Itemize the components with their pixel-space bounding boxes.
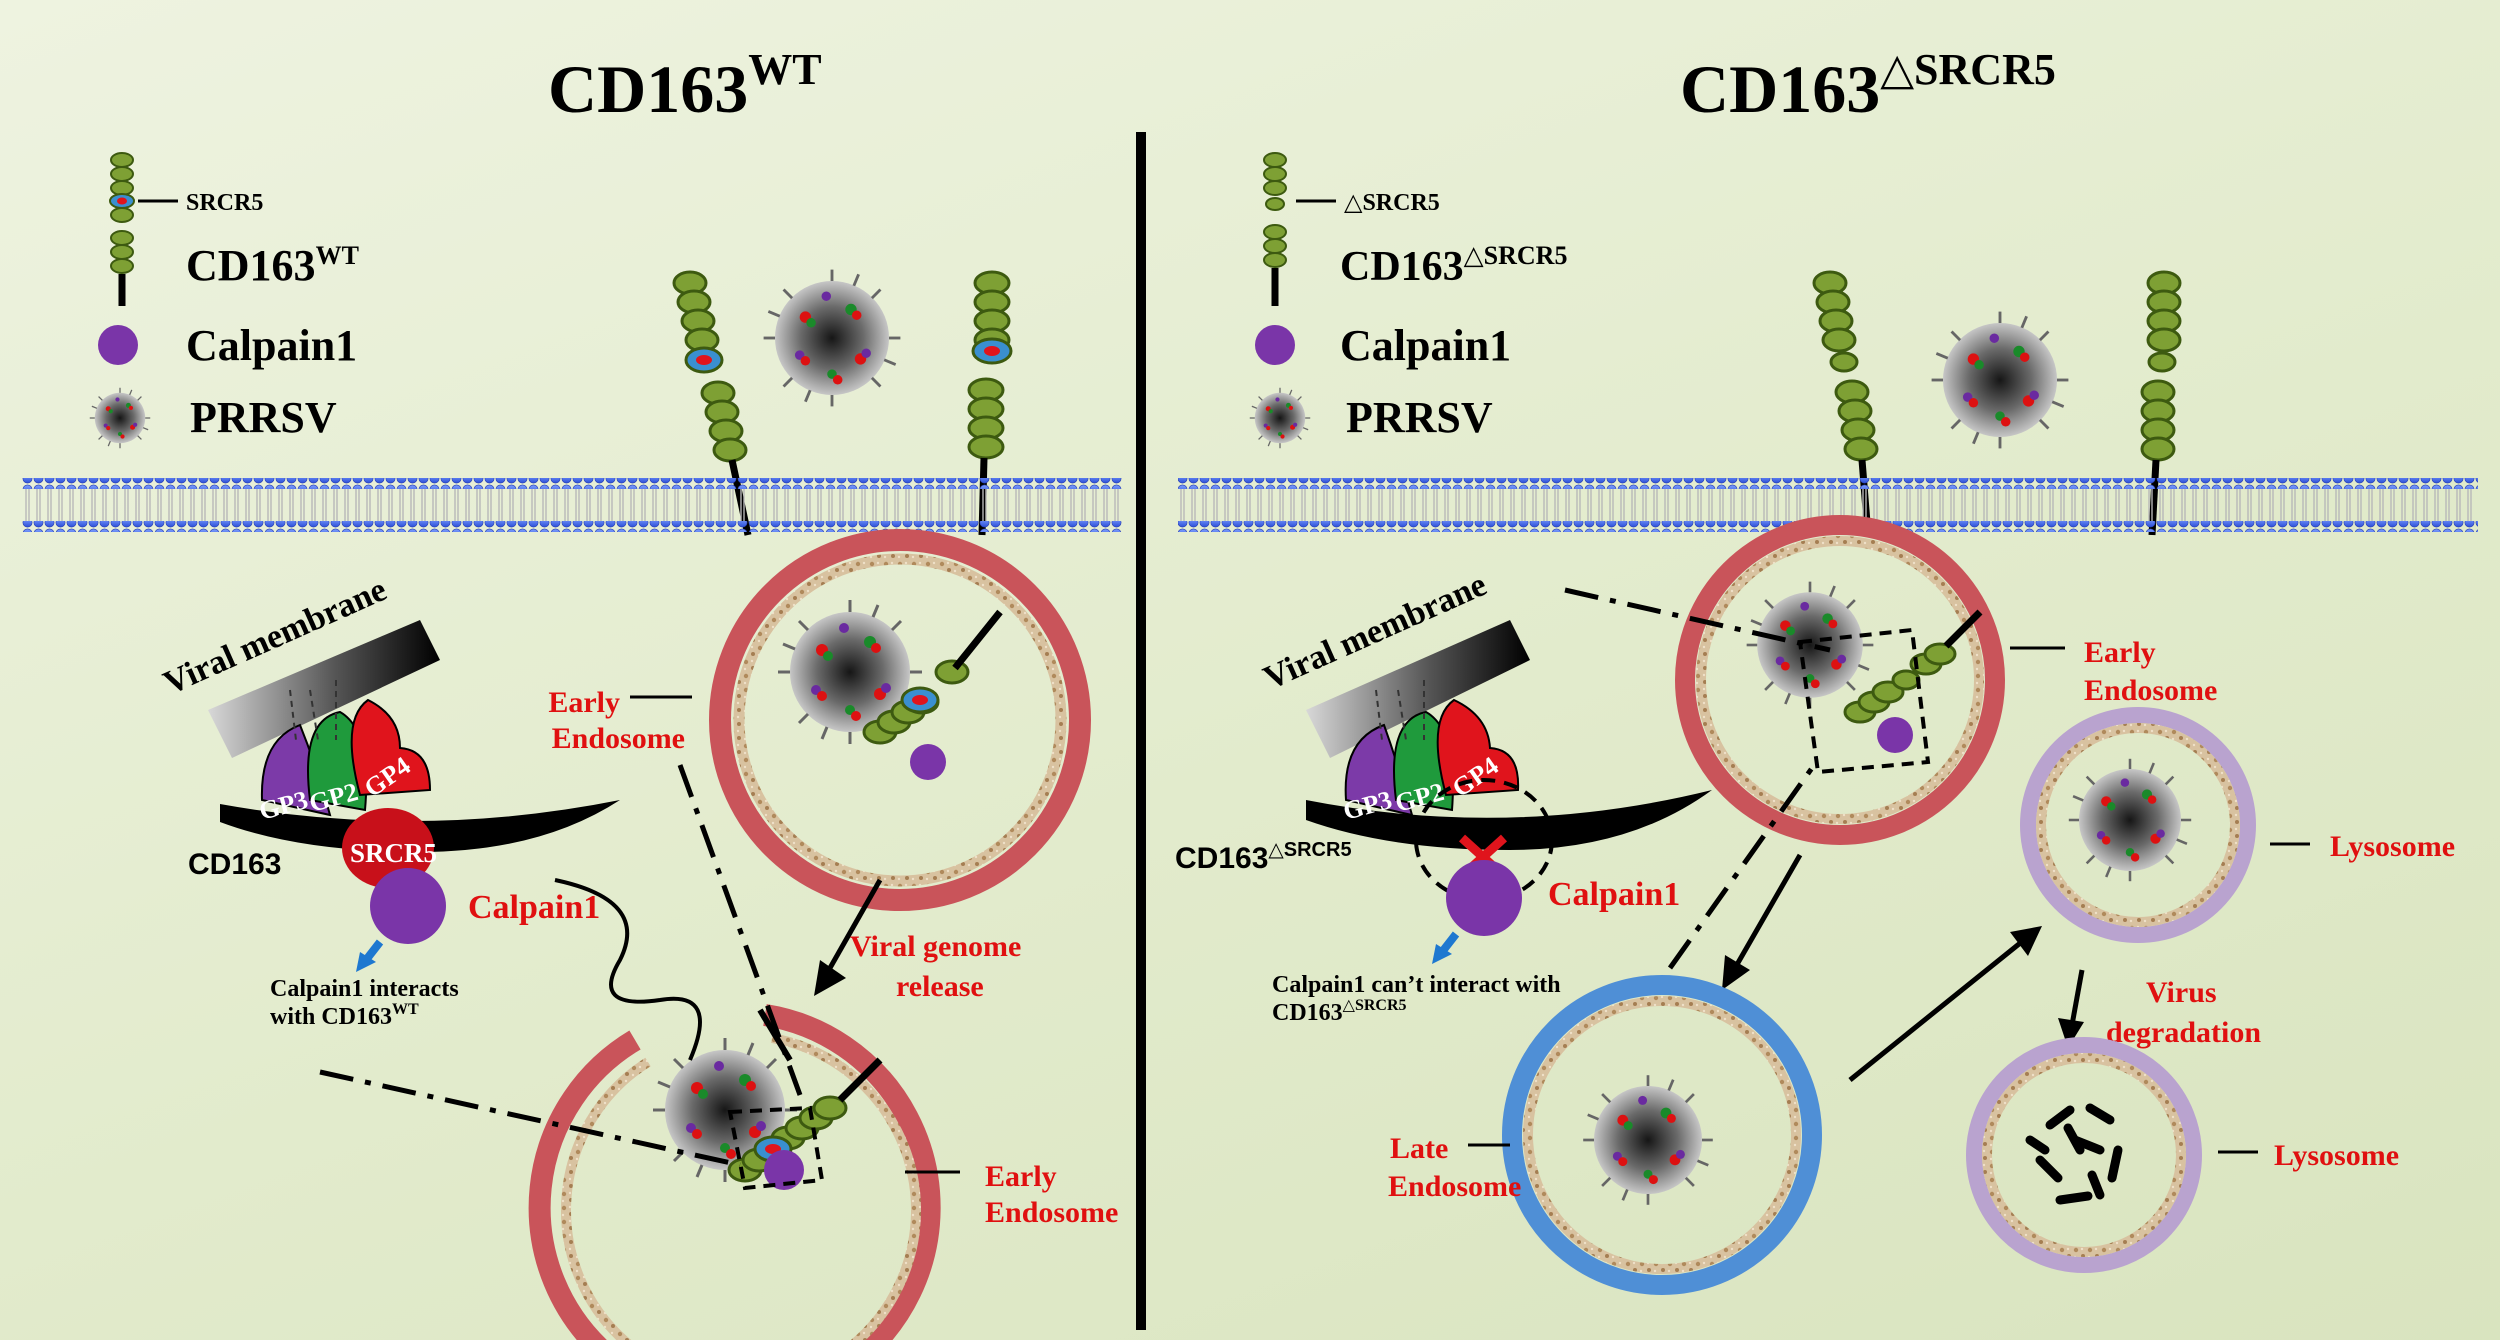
cd163-dsrcr5-label: CD163△SRCR5 bbox=[1175, 839, 1352, 875]
legend-receptor-dsrcr5-icon bbox=[1263, 152, 1287, 306]
legend-receptor-dsrcr5-sup: △SRCR5 bbox=[1464, 241, 1568, 270]
legend-calpain-label: Calpain1 bbox=[186, 321, 357, 370]
late-endosome-label-l1: Late bbox=[1390, 1132, 1448, 1165]
panel-divider bbox=[1136, 132, 1146, 1330]
viral-genome-release-l1: Viral genome bbox=[850, 930, 1021, 963]
virus-in-late-endosome bbox=[1581, 1073, 1715, 1207]
early-endosome-2-label-l1: Early bbox=[985, 1160, 1057, 1193]
srcr5-domain-label: SRCR5 bbox=[350, 838, 437, 868]
legend-calpain-label-right: Calpain1 bbox=[1340, 321, 1511, 370]
legend-receptor-dsrcr5-main: CD163 bbox=[1340, 244, 1464, 290]
lysosome-2 bbox=[1966, 1037, 2202, 1273]
cd163-dsrcr5-backbone bbox=[1306, 790, 1712, 850]
early-endosome-1 bbox=[709, 529, 1091, 911]
legend-srcr5-label: SRCR5 bbox=[186, 190, 263, 216]
legend-receptor-wt-label: CD163WT bbox=[186, 241, 359, 290]
left-title-main: CD163 bbox=[548, 51, 748, 127]
calpain1-unbound bbox=[1446, 860, 1522, 936]
right-legend: △SRCR5 CD163△SRCR5 Calpain1 PRRSV bbox=[1249, 152, 1567, 449]
cd163-wt-label: CD163 bbox=[188, 848, 281, 881]
cd163-dsrcr5-main: CD163 bbox=[1175, 842, 1268, 875]
early-endosome-1-label-l2: Endosome bbox=[552, 722, 685, 755]
late-endosome-label-l2: Endosome bbox=[1388, 1170, 1521, 1203]
arrow-blue-wt-icon bbox=[362, 939, 384, 963]
cd163-dsrcr5-sup: △SRCR5 bbox=[1268, 839, 1351, 861]
arrow-late-to-lysosome bbox=[1848, 938, 2026, 1082]
plasma-membrane-left bbox=[22, 478, 1122, 532]
left-legend: SRCR5 CD163WT Calpain1 PRRSV bbox=[89, 152, 359, 449]
lysosome-1-label: Lysosome bbox=[2330, 830, 2455, 863]
lysosome-1 bbox=[2020, 707, 2256, 943]
receptor-wt-1 bbox=[672, 270, 752, 536]
note-dsrcr5-line1: Calpain1 can’t interact with bbox=[1272, 972, 1561, 998]
virus-in-early-endosome-right bbox=[1745, 580, 1875, 710]
left-title-sup: WT bbox=[748, 45, 821, 94]
right-panel: CD163△SRCR5 △SRCR5 CD163△SRCR5 Calpain1 … bbox=[1175, 45, 2478, 1295]
virus-outside-left bbox=[762, 268, 902, 408]
early-endosome-2 bbox=[528, 878, 941, 1340]
genome-rna-curve bbox=[554, 878, 702, 1061]
legend-calpain-icon bbox=[98, 325, 138, 365]
arrow-lysosome-degradation bbox=[2069, 969, 2085, 1026]
legend-virus-label: PRRSV bbox=[190, 393, 337, 442]
early-endosome-right-label-l2: Endosome bbox=[2084, 674, 2217, 707]
arrow-early-to-late bbox=[1732, 853, 1803, 970]
degraded-fragments bbox=[2025, 1103, 2123, 1205]
zoom-line-wt-1 bbox=[319, 1069, 741, 1168]
early-endosome-right-label-l1: Early bbox=[2084, 636, 2156, 669]
legend-virus-label-right: PRRSV bbox=[1346, 393, 1493, 442]
calpain1-bound bbox=[370, 868, 446, 944]
note-wt-line2-main: with CD163 bbox=[270, 1004, 392, 1030]
arrow-blue-dsrcr5-icon bbox=[1438, 931, 1460, 955]
right-title-main: CD163 bbox=[1680, 51, 1880, 127]
srcr5-domain bbox=[342, 808, 434, 888]
note-dsrcr5-line2-sup: △SRCR5 bbox=[1343, 997, 1407, 1014]
virus-in-lysosome bbox=[2067, 757, 2193, 883]
left-panel: CD163WT SRCR5 CD163WT Calpain1 PRRSV bbox=[22, 45, 1122, 1340]
calpain1-dsrcr5-label: Calpain1 bbox=[1548, 876, 1680, 913]
legend-calpain-icon-right bbox=[1255, 325, 1295, 365]
viral-membrane-dsrcr5 bbox=[1306, 620, 1530, 758]
note-dsrcr5-line2-main: CD163 bbox=[1272, 1000, 1343, 1026]
left-title: CD163WT bbox=[548, 45, 822, 127]
virus-degradation-l2: degradation bbox=[2106, 1016, 2261, 1049]
calpain1-wt-label: Calpain1 bbox=[468, 889, 600, 926]
early-endosome-2-label-l2: Endosome bbox=[985, 1196, 1118, 1229]
gp-complex-dsrcr5: Viral membrane GP3 GP2 GP4 CD163△SRCR5 C… bbox=[1175, 566, 1712, 1026]
note-wt-line2-sup: WT bbox=[392, 1001, 419, 1018]
note-dsrcr5-line2: CD163△SRCR5 bbox=[1272, 997, 1407, 1026]
right-title: CD163△SRCR5 bbox=[1680, 45, 2056, 127]
right-title-sup: △SRCR5 bbox=[1880, 45, 2056, 94]
virus-outside-right bbox=[1930, 310, 2070, 450]
arrow-endosome-transition bbox=[823, 878, 883, 977]
viral-genome-release-l2: release bbox=[896, 970, 984, 1003]
early-endosome-right bbox=[1675, 515, 2005, 845]
virus-degradation-l1: Virus bbox=[2146, 976, 2217, 1009]
early-endosome-1-label-l1: Early bbox=[548, 686, 620, 719]
zoom-line-dsrcr5-2 bbox=[1667, 766, 1815, 970]
note-wt-line1: Calpain1 interacts bbox=[270, 976, 459, 1002]
zoom-line-wt-2 bbox=[677, 764, 803, 1096]
legend-receptor-wt-main: CD163 bbox=[186, 241, 316, 290]
lysosome-2-label: Lysosome bbox=[2274, 1139, 2399, 1172]
late-endosome bbox=[1502, 975, 1822, 1295]
legend-virus-icon-right bbox=[1249, 387, 1311, 449]
note-wt-line2: with CD163WT bbox=[270, 1001, 419, 1030]
zoom-line-dsrcr5-1 bbox=[1564, 587, 1831, 653]
viral-membrane-wt bbox=[208, 620, 440, 758]
gp-complex-wt: Viral membrane GP3 GP2 GP4 SRCR5 CD163 C… bbox=[158, 571, 620, 1030]
legend-dsrcr5-label: △SRCR5 bbox=[1344, 190, 1440, 216]
legend-receptor-wt-icon bbox=[109, 152, 135, 306]
legend-receptor-wt-sup: WT bbox=[316, 241, 359, 270]
legend-virus-icon bbox=[89, 387, 151, 449]
legend-receptor-dsrcr5-label: CD163△SRCR5 bbox=[1340, 241, 1567, 290]
